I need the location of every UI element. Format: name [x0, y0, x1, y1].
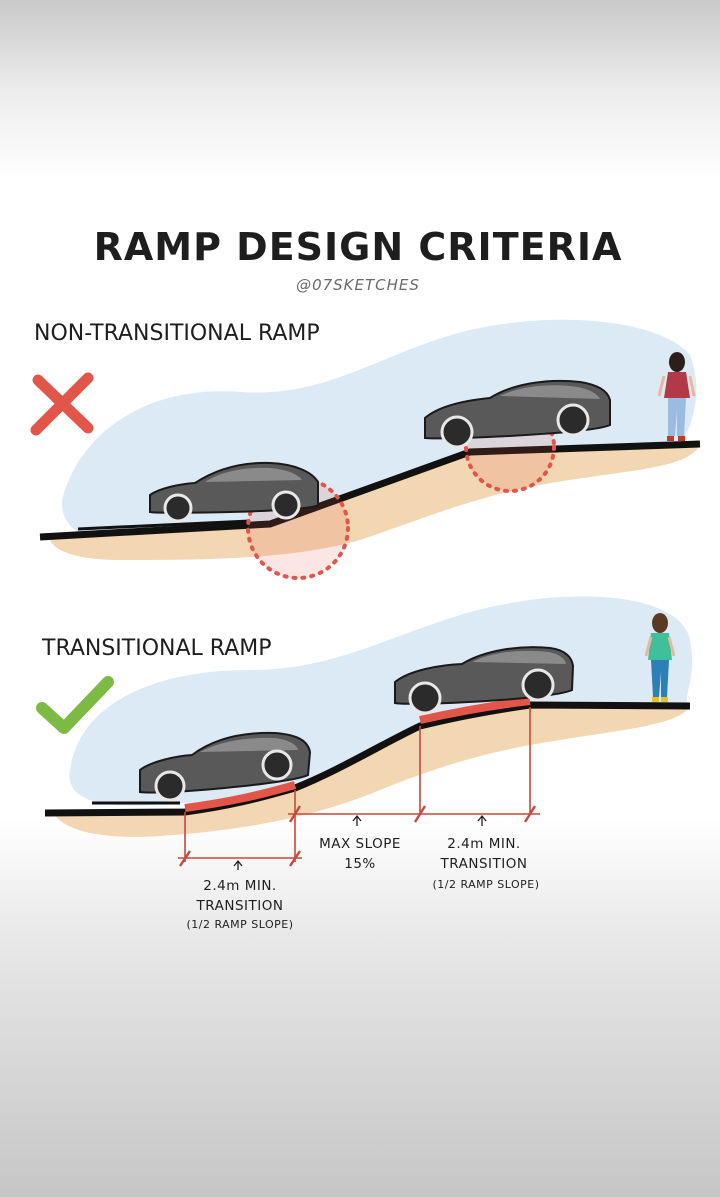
bottom-transition-slope: (1/2 RAMP SLOPE) — [186, 918, 293, 931]
max-slope-value: 15% — [344, 856, 376, 872]
bottom-transition-highlight — [184, 781, 297, 812]
non-transitional-ground — [50, 444, 700, 560]
diagram-title: RAMP DESIGN CRITERIA — [94, 225, 623, 269]
car-icon — [149, 461, 319, 523]
non-transitional-road — [39, 440, 701, 541]
arrow-icons — [233, 814, 487, 870]
max-slope-label: MAX SLOPE — [319, 836, 401, 852]
top-transition-title: TRANSITION — [440, 856, 528, 872]
cross-icon — [30, 372, 94, 436]
non-transitional-label: NON-TRANSITIONAL RAMP — [34, 321, 320, 346]
top-transition-slope: (1/2 RAMP SLOPE) — [432, 878, 539, 891]
non-transitional-road-edge — [77, 519, 251, 531]
transitional-label: TRANSITIONAL RAMP — [41, 636, 272, 661]
person-icon — [657, 352, 696, 441]
top-transition-length: 2.4m MIN. — [447, 836, 520, 852]
author-handle: @07SKETCHES — [296, 276, 420, 294]
transitional-ground — [55, 705, 690, 837]
car-icon — [424, 379, 611, 449]
bottom-transition-title: TRANSITION — [196, 898, 284, 914]
car-icon — [139, 731, 312, 802]
bottom-transition-length: 2.4m MIN. — [203, 878, 276, 894]
check-icon — [36, 676, 114, 734]
top-transition-highlight — [419, 697, 531, 724]
person-icon — [644, 613, 676, 702]
dimension-lines — [178, 707, 540, 867]
car-icon — [394, 646, 575, 715]
